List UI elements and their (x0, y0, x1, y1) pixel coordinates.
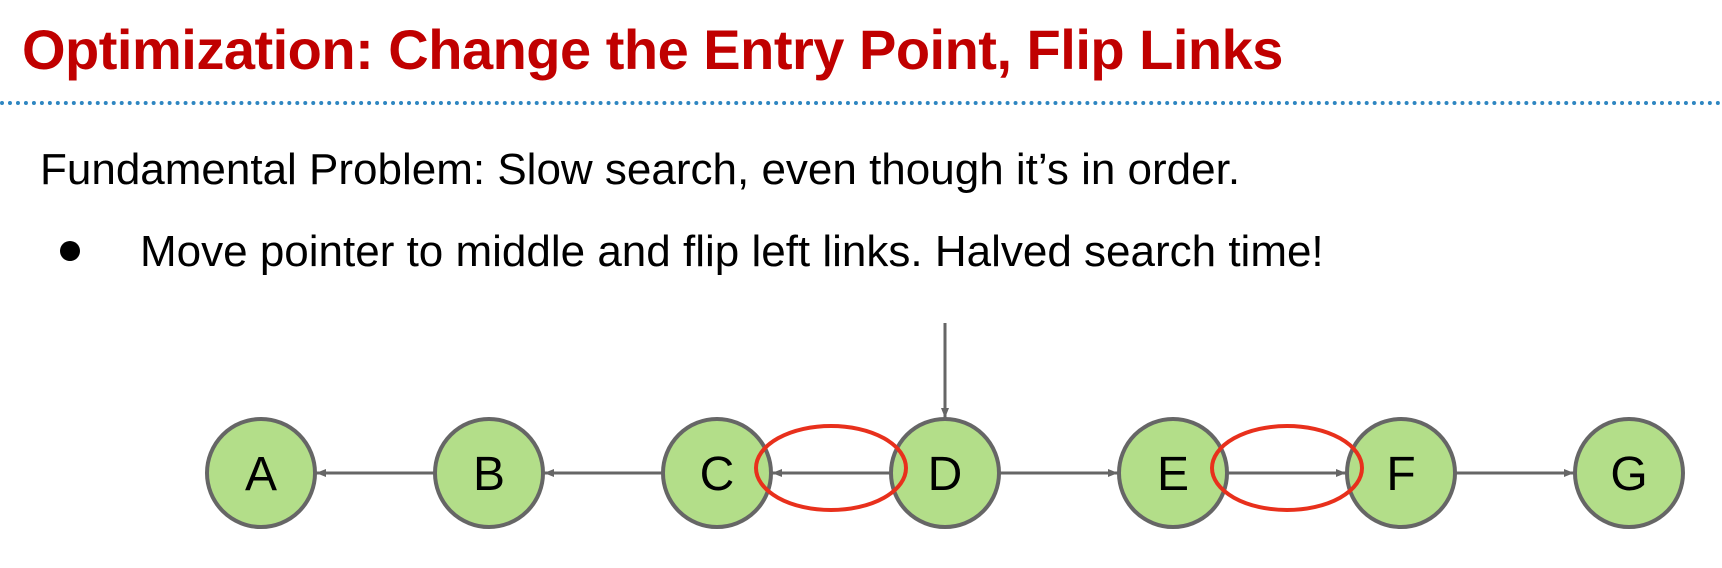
node-circle (205, 417, 317, 529)
highlight-ellipse-d-c (754, 424, 908, 512)
title-divider (0, 101, 1722, 105)
bullet-item: Move pointer to middle and flip left lin… (140, 227, 1324, 276)
highlight-ellipse-e-f (1210, 424, 1364, 512)
node-a: A (205, 417, 317, 529)
node-circle (1573, 417, 1685, 529)
node-circle (889, 417, 1001, 529)
problem-statement: Fundamental Problem: Slow search, even t… (40, 145, 1241, 194)
slide-title: Optimization: Change the Entry Point, Fl… (22, 18, 1283, 81)
node-label: E (1157, 448, 1189, 501)
node-d: D (889, 417, 1001, 529)
node-circle (661, 417, 773, 529)
node-circle (1117, 417, 1229, 529)
node-label: G (1610, 448, 1647, 501)
node-circle (1345, 417, 1457, 529)
node-circle (433, 417, 545, 529)
node-c: C (661, 417, 773, 529)
node-label: C (700, 448, 735, 501)
bullet-marker (60, 241, 80, 261)
node-label: D (928, 448, 963, 501)
node-f: F (1345, 417, 1457, 529)
node-e: E (1117, 417, 1229, 529)
node-g: G (1573, 417, 1685, 529)
node-b: B (433, 417, 545, 529)
node-label: B (473, 448, 505, 501)
node-label: F (1386, 448, 1415, 501)
node-label: A (245, 448, 277, 501)
